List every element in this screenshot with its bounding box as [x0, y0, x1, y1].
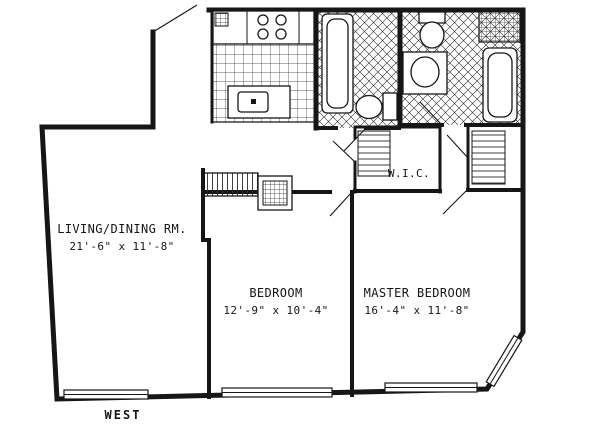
master-bedroom-dims: 16'-4" x 11'-8"	[364, 304, 469, 317]
bathroom-1	[321, 13, 398, 121]
sink-drain-icon	[251, 99, 256, 104]
bathtub-basin	[326, 18, 349, 109]
bedroom-closet	[203, 172, 259, 197]
door-swings	[152, 4, 469, 217]
wic-shelves	[357, 130, 391, 177]
ac-unit-grille-icon	[262, 180, 288, 206]
bathtub-basin	[487, 52, 513, 118]
vanity-sink	[410, 56, 440, 88]
closets	[203, 130, 506, 211]
living-room-dims: 21'-6" x 11'-8"	[69, 240, 174, 253]
master-corner-window-pane	[489, 337, 519, 385]
hall-closet-shelves	[471, 130, 506, 185]
toilet-tank	[382, 92, 398, 121]
bedroom-name: BEDROOM	[249, 286, 302, 300]
labels: LIVING/DINING RM. 21'-6" x 11'-8" BEDROO…	[57, 167, 470, 422]
bath2-door-swing	[419, 101, 443, 126]
west-label: WEST	[105, 408, 142, 422]
windows	[63, 334, 523, 400]
kitchen	[212, 10, 315, 119]
living-room-name: LIVING/DINING RM.	[57, 222, 187, 236]
stove-burner	[257, 28, 269, 40]
wic-label: W.I.C.	[388, 167, 430, 180]
stove-burner	[275, 14, 287, 26]
appliance-icon	[214, 12, 229, 27]
toilet-bowl	[419, 21, 445, 49]
master-bedroom-name: MASTER BEDROOM	[364, 286, 471, 300]
living-bedroom-wall	[201, 168, 211, 399]
stove-burner	[257, 14, 269, 26]
stove-burner	[275, 28, 287, 40]
master-corner-window	[485, 334, 523, 388]
wic-walls	[353, 123, 442, 194]
master-door-swing	[442, 190, 467, 215]
bedroom-door-swing	[329, 191, 353, 217]
toilet-bowl	[355, 94, 383, 120]
hall-closet-door-swing	[446, 134, 469, 159]
entry-door-swing	[152, 4, 198, 33]
bathroom-2	[402, 11, 518, 123]
shower-tile-area	[478, 10, 521, 43]
wic-door-swing	[332, 140, 356, 163]
bedroom-dims: 12'-9" x 10'-4"	[223, 304, 328, 317]
